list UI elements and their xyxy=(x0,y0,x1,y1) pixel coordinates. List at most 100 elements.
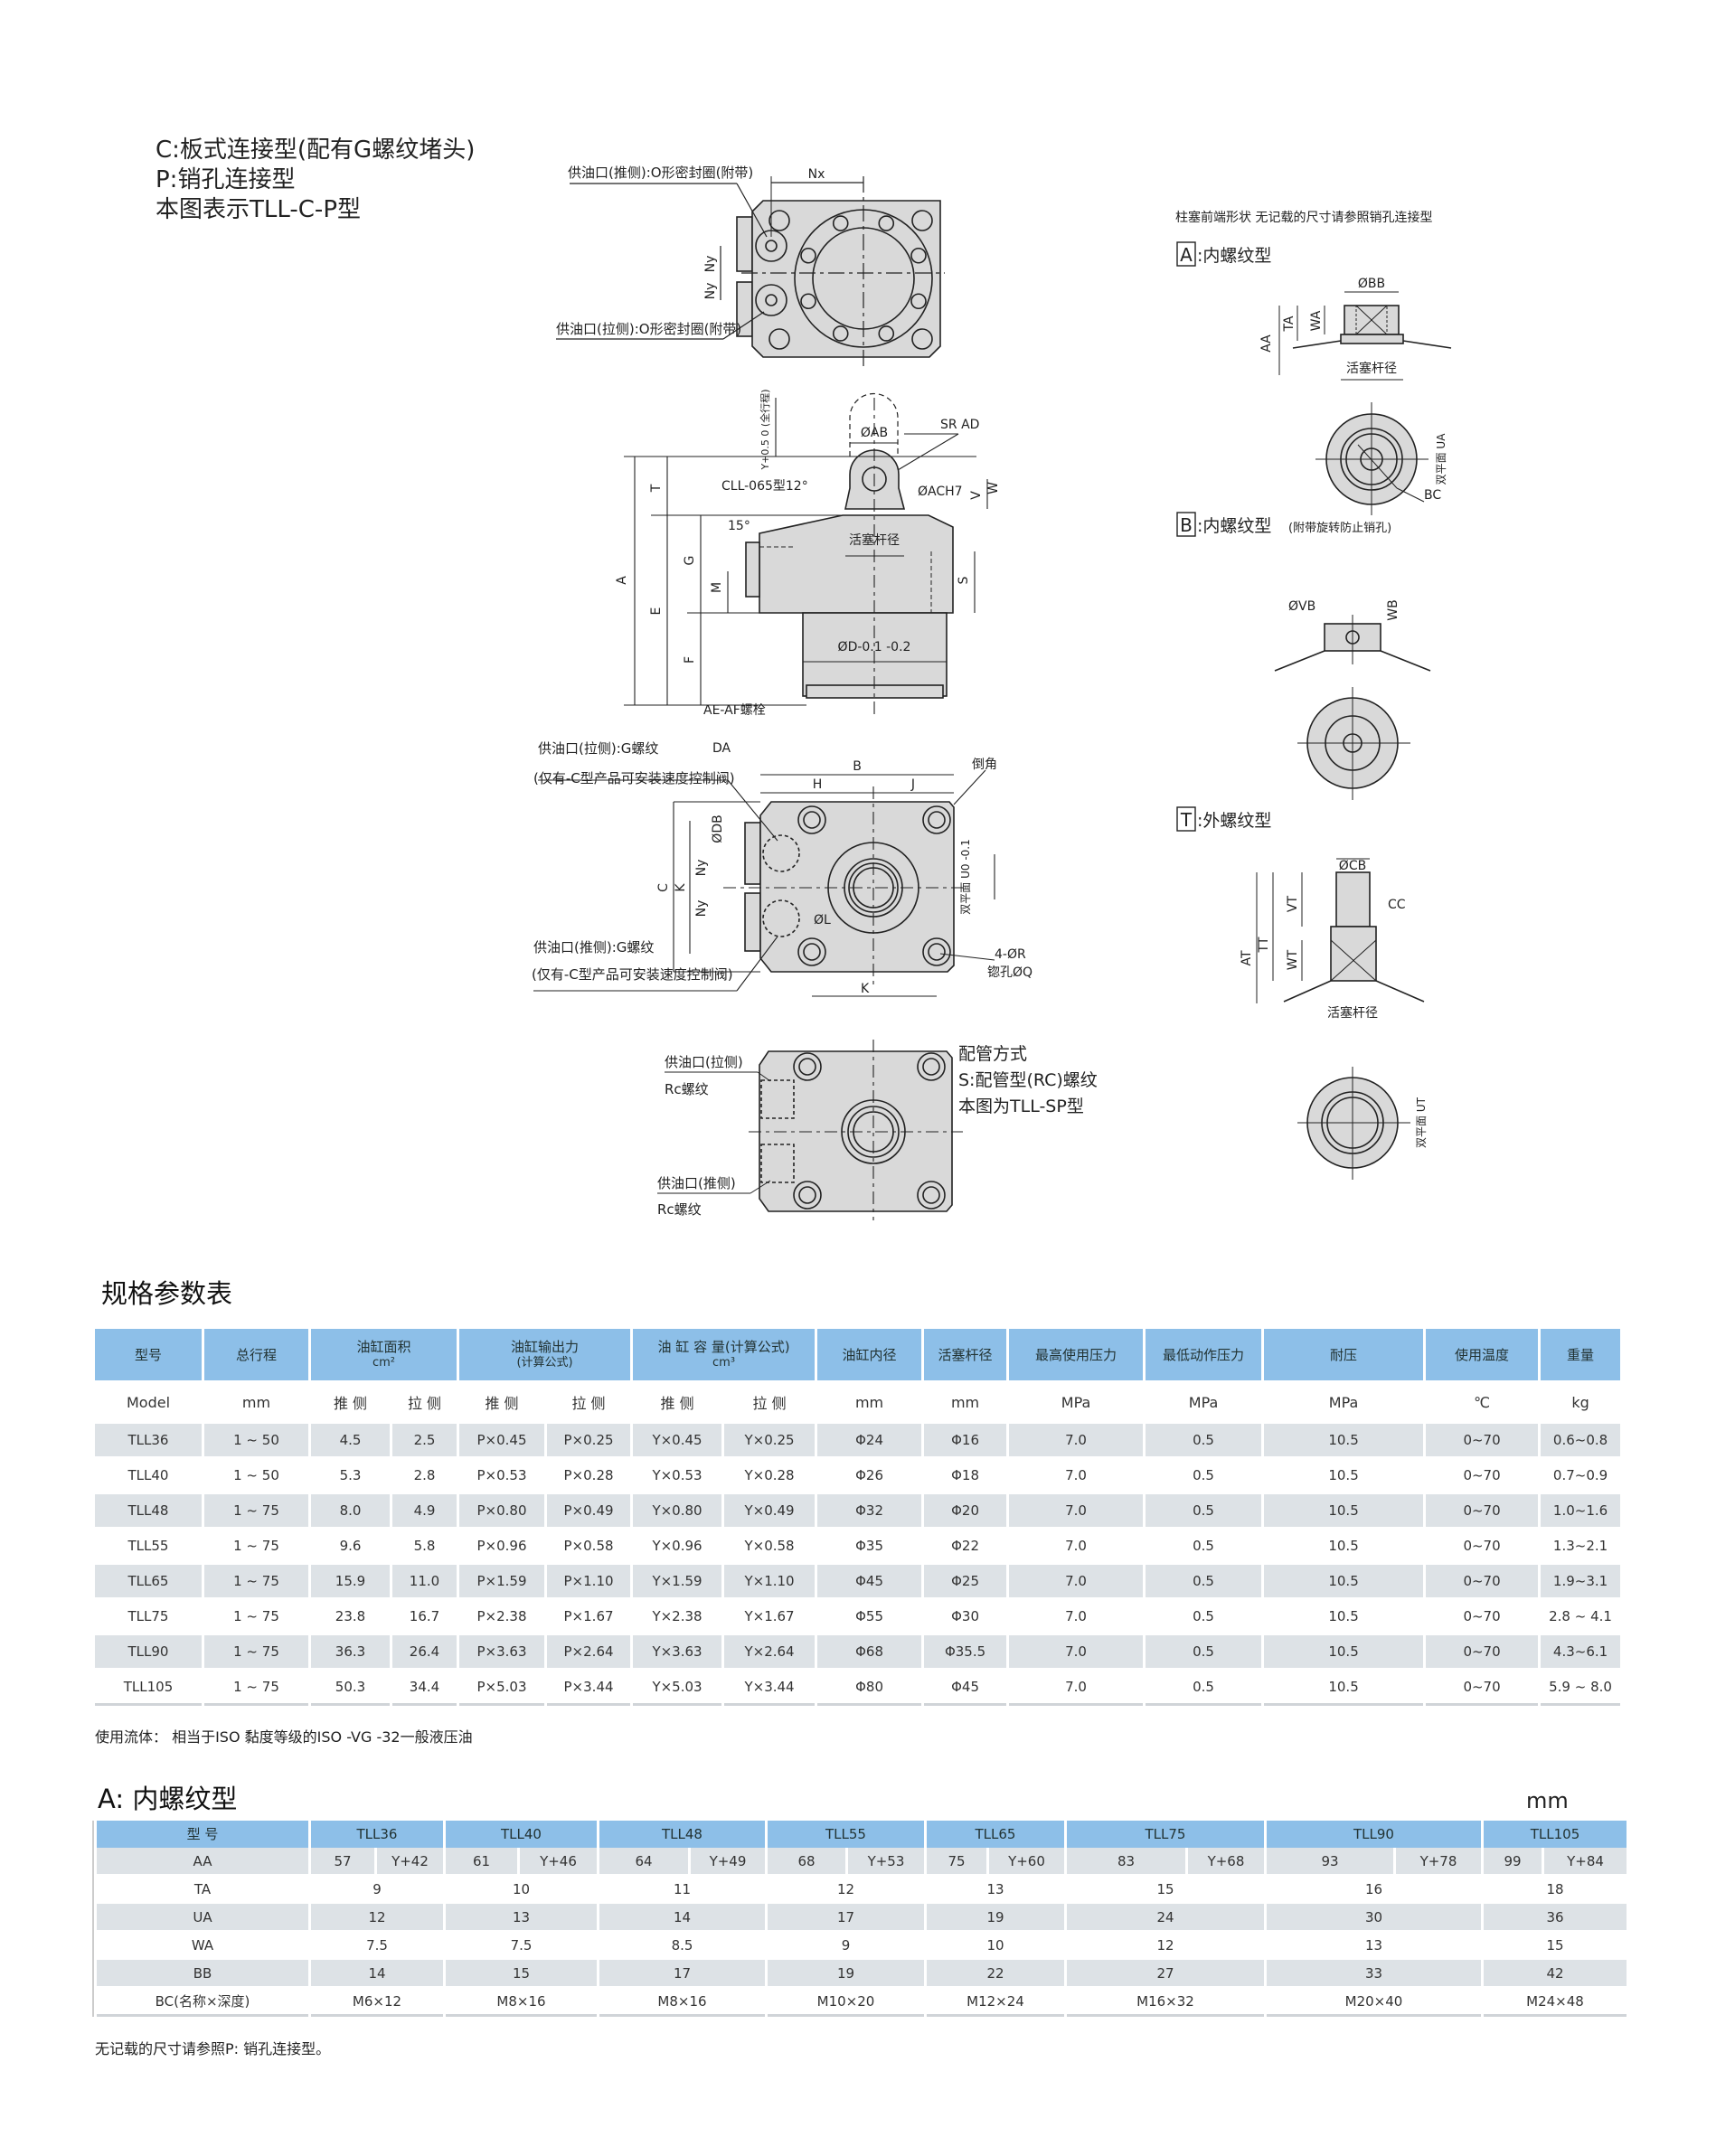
table-cell: Y×3.44 xyxy=(724,1671,816,1706)
dim-ny: Ny xyxy=(694,900,709,918)
table-cell: 0.7~0.9 xyxy=(1541,1459,1621,1494)
table-cell: 7.5 xyxy=(446,1932,597,1960)
table-cell: Φ26 xyxy=(817,1459,922,1494)
dim-vt: VT xyxy=(1286,895,1300,912)
table-cell: 22 xyxy=(927,1960,1064,1988)
bolt-hole xyxy=(878,325,895,342)
table-cell: 7.5 xyxy=(311,1932,443,1960)
dim-bc: BC xyxy=(1424,488,1441,503)
row-label: AA xyxy=(97,1848,308,1876)
table-cell: 99 xyxy=(1484,1848,1542,1876)
table-cell: Φ16 xyxy=(924,1424,1007,1459)
type-b-sub: (附带旋转防止销孔) xyxy=(1288,521,1391,535)
dim-s: S xyxy=(957,576,971,584)
dim-f: F xyxy=(683,656,697,664)
table-cell: 1 ~ 75 xyxy=(204,1600,308,1635)
table-cell: 15 xyxy=(1484,1932,1627,1960)
table-cell: Y×5.03 xyxy=(633,1671,722,1706)
table-cell: 33 xyxy=(1267,1960,1481,1988)
table-cell: Y×0.58 xyxy=(724,1530,816,1565)
piping-type: S:配管型(RC)螺纹 xyxy=(958,1070,1098,1090)
table-cell: 4.9 xyxy=(392,1494,457,1530)
nx-label: Nx xyxy=(808,167,825,182)
table-cell: TLL55 xyxy=(95,1530,202,1565)
row-label: UA xyxy=(97,1904,308,1932)
dim-w: W xyxy=(986,482,1001,494)
table-cell: 36 xyxy=(1484,1904,1627,1932)
table-cell: Φ45 xyxy=(817,1565,922,1600)
table-cell: 7.0 xyxy=(1009,1671,1144,1706)
table-cell: Y+60 xyxy=(989,1848,1064,1876)
table-cell: 9 xyxy=(311,1876,443,1904)
unit-cell: 推 侧 xyxy=(660,1395,694,1412)
table-cell: Φ30 xyxy=(924,1600,1007,1635)
table-cell: P×0.80 xyxy=(459,1494,545,1530)
bolt-hole xyxy=(878,215,895,231)
table-cell: 11 xyxy=(599,1876,765,1904)
table-cell: 0.6~0.8 xyxy=(1541,1424,1621,1459)
table-cell: 12 xyxy=(311,1904,443,1932)
table-cell: 9.6 xyxy=(311,1530,390,1565)
sp-pull-thread: Rc螺纹 xyxy=(665,1081,709,1097)
angle-label: 15° xyxy=(728,519,750,533)
dim-sr-ad: SR AD xyxy=(940,418,979,432)
dim-j: J xyxy=(910,777,915,792)
table-cell: P×3.63 xyxy=(459,1635,545,1671)
table-cell: P×5.03 xyxy=(459,1671,545,1706)
unit-cell: mm xyxy=(950,1393,980,1411)
table-cell: Y+68 xyxy=(1188,1848,1264,1876)
table-cell: 1 ~ 75 xyxy=(204,1494,308,1530)
table-cell: 16.7 xyxy=(392,1600,457,1635)
table-cell: 34.4 xyxy=(392,1671,457,1706)
table-cell: 7.0 xyxy=(1009,1600,1144,1635)
table-cell: TLL75 xyxy=(95,1600,202,1635)
rod-label: 活塞杆径 xyxy=(1327,1005,1378,1021)
table-cell: 1 ~ 75 xyxy=(204,1530,308,1565)
table-cell: 14 xyxy=(311,1960,443,1988)
table-cell: 4.3~6.1 xyxy=(1541,1635,1621,1671)
dim-wa: WA xyxy=(1309,310,1324,331)
table-cell: 9 xyxy=(768,1932,924,1960)
bottom-view-drawing: DA B H J 倒角 C K ØDB Ny Ny ØL 双平面 U0 -0.1… xyxy=(532,740,1033,997)
table-cell: P×1.10 xyxy=(547,1565,631,1600)
table-cell: 13 xyxy=(1267,1932,1481,1960)
intro-line: C:板式连接型(配有G螺纹堵头) xyxy=(156,137,476,164)
dim-g: G xyxy=(683,556,697,566)
dim-u: 双平面 U0 -0.1 xyxy=(959,839,972,914)
table-cell: 16 xyxy=(1267,1876,1481,1904)
table-cell: 11.0 xyxy=(392,1565,457,1600)
spec-table-title: 规格参数表 xyxy=(101,1278,233,1309)
table-cell: 83 xyxy=(1067,1848,1185,1876)
dim-ac: ØACH7 xyxy=(918,485,963,499)
row-label: BC(名称×深度) xyxy=(97,1988,308,2017)
table-cell: 10.5 xyxy=(1264,1671,1424,1706)
table-cell: Y+46 xyxy=(520,1848,597,1876)
table-cell: 10 xyxy=(927,1932,1064,1960)
table-cell: TLL36 xyxy=(95,1424,202,1459)
table-cell: 0~70 xyxy=(1426,1635,1539,1671)
table-cell: TLL48 xyxy=(95,1494,202,1530)
dim-at: AT xyxy=(1240,950,1254,965)
table-cell: 0~70 xyxy=(1426,1565,1539,1600)
unit-cell: mm xyxy=(854,1393,884,1411)
dim-d: ØD-0.1 -0.2 xyxy=(838,640,911,654)
table-cell: M8×16 xyxy=(446,1988,597,2017)
table-cell: 15 xyxy=(446,1960,597,1988)
dim-da: DA xyxy=(712,741,731,756)
table-cell: Φ45 xyxy=(924,1671,1007,1706)
table-cell: Y+42 xyxy=(377,1848,443,1876)
table-cell: Φ80 xyxy=(817,1671,922,1706)
table-cell: Y×1.10 xyxy=(724,1565,816,1600)
bolt-hole xyxy=(800,247,816,264)
table-cell: Y×0.25 xyxy=(724,1424,816,1459)
table-cell: TLL90 xyxy=(95,1635,202,1671)
table-cell: Y+53 xyxy=(848,1848,924,1876)
